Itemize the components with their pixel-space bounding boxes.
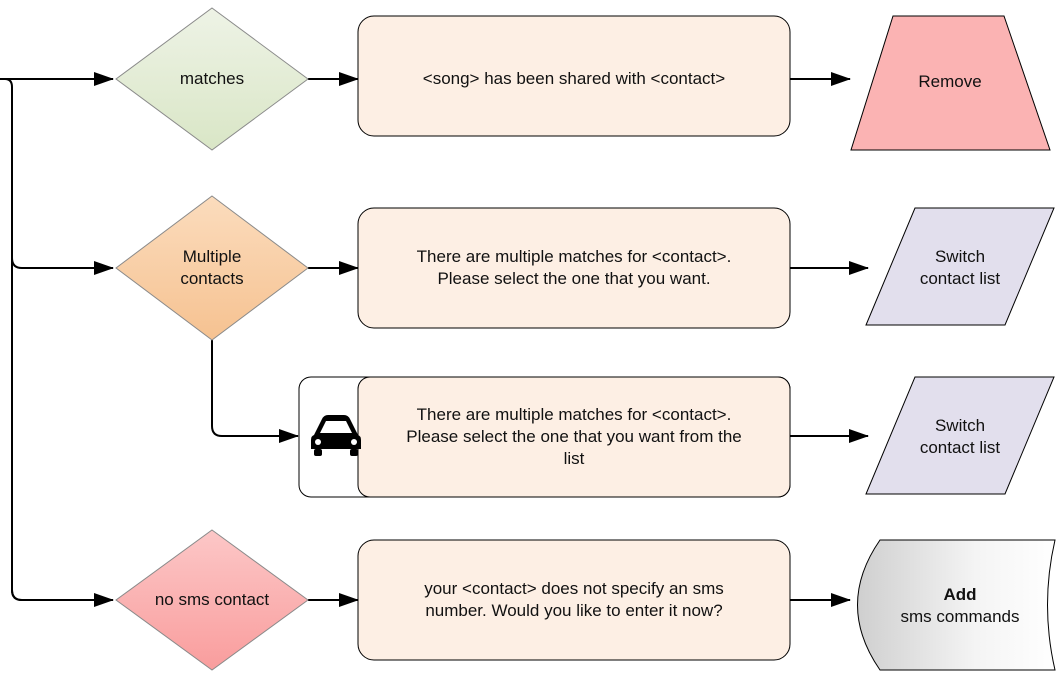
message-no-sms-label: your <contact> does not specify an sms n… [360, 576, 788, 624]
decision-no-sms-diamond [115, 529, 309, 671]
switch-contact-list-2-label: Switch contact list [880, 413, 1040, 461]
decision-multiple-diamond [115, 195, 309, 341]
decision-matches-label: matches [132, 64, 292, 94]
remove-label: Remove [880, 67, 1020, 97]
switch-1-line1: Switch [934, 247, 986, 266]
switch-contact-list-1-label: Switch contact list [880, 244, 1040, 292]
decision-matches-text: matches [179, 69, 245, 88]
add-sms-commands-shape [857, 539, 1056, 671]
message-shared-text: <song> has been shared with <contact> [422, 69, 726, 88]
switch-contact-list-1 [865, 207, 1055, 326]
message-no-sms-line1: your <contact> does not specify an sms [424, 579, 724, 598]
arrow-multiple-to-car-message [211, 340, 299, 443]
decision-multiple-line2: contacts [180, 269, 244, 288]
switch-2-line1: Switch [934, 416, 986, 435]
message-no-sms-line2: number. Would you like to enter it now? [425, 601, 723, 620]
switch-contact-list-2 [865, 376, 1055, 495]
switch-1-line2: contact list [919, 269, 1001, 288]
car-message-line2: Please select the one that you want from… [406, 427, 742, 446]
message-multiple-box [357, 207, 791, 329]
decision-multiple-line1: Multiple [182, 247, 242, 266]
decision-no-sms-label: no sms contact [117, 585, 307, 615]
add-line2-text: sms commands [900, 607, 1020, 626]
car-icon [311, 415, 361, 456]
message-shared-label: <song> has been shared with <contact> [360, 64, 788, 94]
message-multiple-line2: Please select the one that you want. [437, 269, 711, 288]
add-sms-commands-label: Add sms commands [870, 582, 1050, 630]
message-shared-box [357, 15, 791, 137]
decision-matches-diamond [115, 7, 309, 151]
decision-no-sms-text: no sms contact [154, 590, 270, 609]
trunk-line [0, 78, 28, 601]
car-message-line1: There are multiple matches for <contact>… [416, 405, 732, 424]
remove-trapezoid [850, 15, 1051, 151]
arrow-to-multiple [11, 257, 114, 275]
switch-2-line2: contact list [919, 438, 1001, 457]
car-message-label: There are multiple matches for <contact>… [360, 402, 788, 472]
decision-multiple-label: Multiple contacts [132, 244, 292, 292]
car-message-line3: list [563, 449, 585, 468]
message-multiple-label: There are multiple matches for <contact>… [360, 244, 788, 292]
message-no-sms-box [357, 539, 791, 661]
add-bold-text: Add [943, 585, 977, 604]
message-multiple-line1: There are multiple matches for <contact>… [416, 247, 732, 266]
remove-text: Remove [918, 72, 982, 91]
arrow-to-no-sms [11, 589, 114, 607]
